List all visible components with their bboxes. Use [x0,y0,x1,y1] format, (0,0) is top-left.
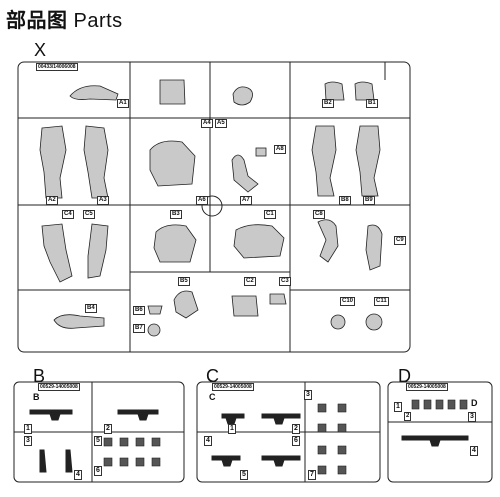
part-label: 1 [394,402,402,412]
part-label: A1 [117,99,129,108]
sprue-b-letter: B [33,366,46,386]
part-a7 [231,154,259,193]
part-torso-top [159,79,186,105]
part-b9 [355,125,381,197]
sprue-x-code: 00433/14006008 [36,63,78,71]
part-label: A3 [97,196,109,205]
part-label: B2 [322,99,334,108]
part-label: B3 [170,210,182,219]
part-label: 3 [468,412,476,422]
sprue-x-letter: X [34,40,47,60]
part-c8 [317,219,339,263]
part-b8 [311,125,337,197]
weapon-c-2 [261,413,301,425]
weapon-c-4 [261,455,301,467]
sprue-b-code: 00529-14005008 [38,383,80,391]
weapon-b-2 [117,409,159,421]
weapon-d-1 [401,435,469,447]
weapon-c-1 [221,413,245,425]
part-label: A7 [240,196,252,205]
part-label: A8 [274,145,286,154]
sprue-d-frame [387,381,493,483]
part-c11 [365,313,383,331]
part-label: 1 [228,424,236,434]
part-label: B7 [133,324,145,333]
part-label: C5 [83,210,95,219]
part-b6 [147,305,163,315]
part-label: 2 [292,424,300,434]
part-label: C10 [340,297,356,306]
sprue-d-code: 00529-14005008 [406,383,448,391]
part-label: 5 [240,470,248,480]
part-b2 [324,81,345,101]
part-label: B1 [366,99,378,108]
part-label: C11 [374,297,389,306]
sprue-d-letter: D [398,366,411,386]
part-a2 [39,125,67,199]
part-c2 [231,295,259,317]
part-label: 2 [404,412,412,421]
part-label: B9 [363,196,375,205]
part-label: A5 [215,119,227,128]
weapon-b-4 [65,449,73,473]
part-c5 [87,223,109,279]
part-b1 [354,81,375,101]
part-a1 [69,85,119,101]
sprue-c-letter: C [206,366,219,386]
weapon-b-3 [39,449,47,473]
part-a3 [83,125,109,199]
part-label: 1 [24,424,32,434]
part-b3 [153,224,197,263]
part-label: B4 [85,304,97,313]
part-label: D [470,398,479,408]
title-chinese: 部品图 [6,10,68,32]
part-b7 [147,323,161,337]
part-label: 4 [74,470,82,480]
part-b4 [53,314,105,329]
part-label: 7 [308,470,316,480]
part-label: 2 [104,424,112,434]
part-a6 [149,140,196,187]
part-label: C9 [394,236,406,245]
weapon-c-3 [211,455,241,467]
part-c9 [365,224,383,271]
part-label: 6 [292,436,300,446]
sprue-x-frame [17,61,411,353]
part-c3 [269,293,287,305]
part-label: C [208,392,217,402]
part-label: 3 [24,436,32,446]
part-label: A6 [196,196,208,205]
part-label: 4 [204,436,212,446]
sprue-x-gate-circle [201,195,223,217]
part-label: C3 [279,277,291,286]
part-label: 5 [94,436,102,446]
part-label: 4 [470,446,478,456]
part-label: B8 [339,196,351,205]
part-label: A4 [201,119,213,128]
part-label: A2 [46,196,58,205]
part-label: C1 [264,210,276,219]
part-c1 [233,224,285,259]
part-c4 [41,223,73,283]
part-c10 [330,314,346,330]
part-b5 [173,290,199,319]
part-label: B5 [178,277,190,286]
part-label: C8 [313,210,325,219]
part-a5 [232,86,253,106]
part-label: C2 [244,277,256,286]
title-english: Parts [73,10,123,32]
part-label: B6 [133,306,145,315]
part-label: B [32,392,41,402]
part-label: 6 [94,466,102,476]
part-label: C4 [62,210,74,219]
weapon-b-1 [29,409,73,421]
sprue-c-code: 00529-14005008 [212,383,254,391]
part-a8 [255,147,267,157]
part-label: 3 [304,390,312,400]
